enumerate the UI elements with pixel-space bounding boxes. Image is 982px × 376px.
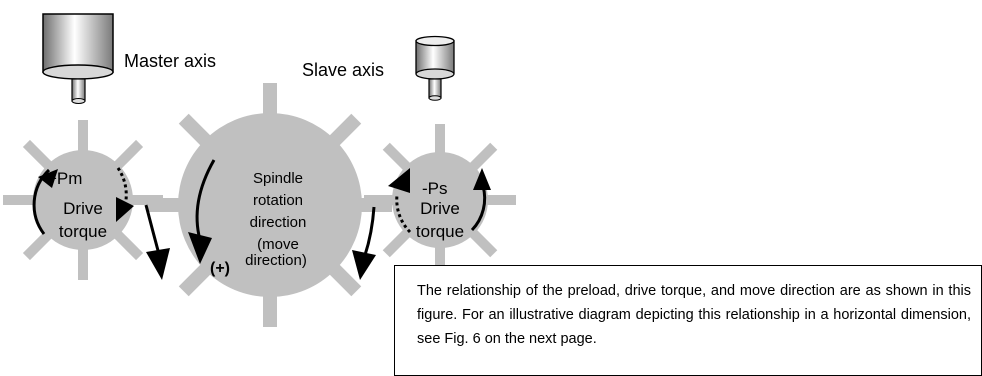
gear-body (392, 152, 488, 248)
gear-body (33, 150, 133, 250)
explanation-note: The relationship of the preload, drive t… (394, 265, 982, 376)
slave-motor-icon (415, 35, 455, 101)
gear-tooth (382, 142, 413, 173)
note-text: The relationship of the preload, drive t… (417, 283, 971, 347)
master-drive-torque-arrow (32, 168, 58, 235)
gear-body (178, 113, 362, 297)
gear-tooth (22, 228, 55, 261)
spindle-label-line4: (move (257, 236, 299, 253)
gear-tooth (178, 262, 213, 297)
master-preload-arrow (116, 167, 134, 222)
master-torque-label-line2: torque (59, 222, 107, 241)
slave-drive-torque-arrow (470, 168, 491, 232)
spindle-rotation-arrow (188, 159, 216, 264)
gear-tooth (467, 227, 498, 258)
master-rotation-arrow (144, 204, 170, 280)
gear-tooth (111, 139, 144, 172)
master-torque-label-line1: Drive (63, 199, 103, 218)
slave-torque-label-line1: Drive (420, 199, 460, 218)
spindle-label-line2: rotation (253, 192, 303, 209)
slave-rotation-arrow (352, 206, 376, 280)
master-preload-label: +Pm (47, 169, 82, 188)
gear-tooth (467, 142, 498, 173)
slave-torque-label-line2: torque (416, 222, 464, 241)
spindle-label-line3: direction (250, 214, 307, 231)
gear-tooth (111, 228, 144, 261)
gear-tooth (382, 227, 413, 258)
spindle-label-line5: direction) (245, 252, 307, 269)
gear-tooth (178, 113, 213, 148)
spindle-label-line1: Spindle (253, 170, 303, 187)
gear-tooth (327, 262, 362, 297)
master-axis-label: Master axis (124, 51, 216, 71)
gear-tooth (22, 139, 55, 172)
slave-axis-label: Slave axis (302, 60, 384, 80)
slave-gear (364, 124, 516, 276)
slave-preload-label: -Ps (422, 179, 448, 198)
master-motor-icon (42, 13, 114, 104)
positive-direction-label: (+) (210, 260, 230, 277)
spindle-gear (148, 83, 392, 327)
slave-preload-arrow (388, 168, 412, 234)
gear-tooth (327, 113, 362, 148)
